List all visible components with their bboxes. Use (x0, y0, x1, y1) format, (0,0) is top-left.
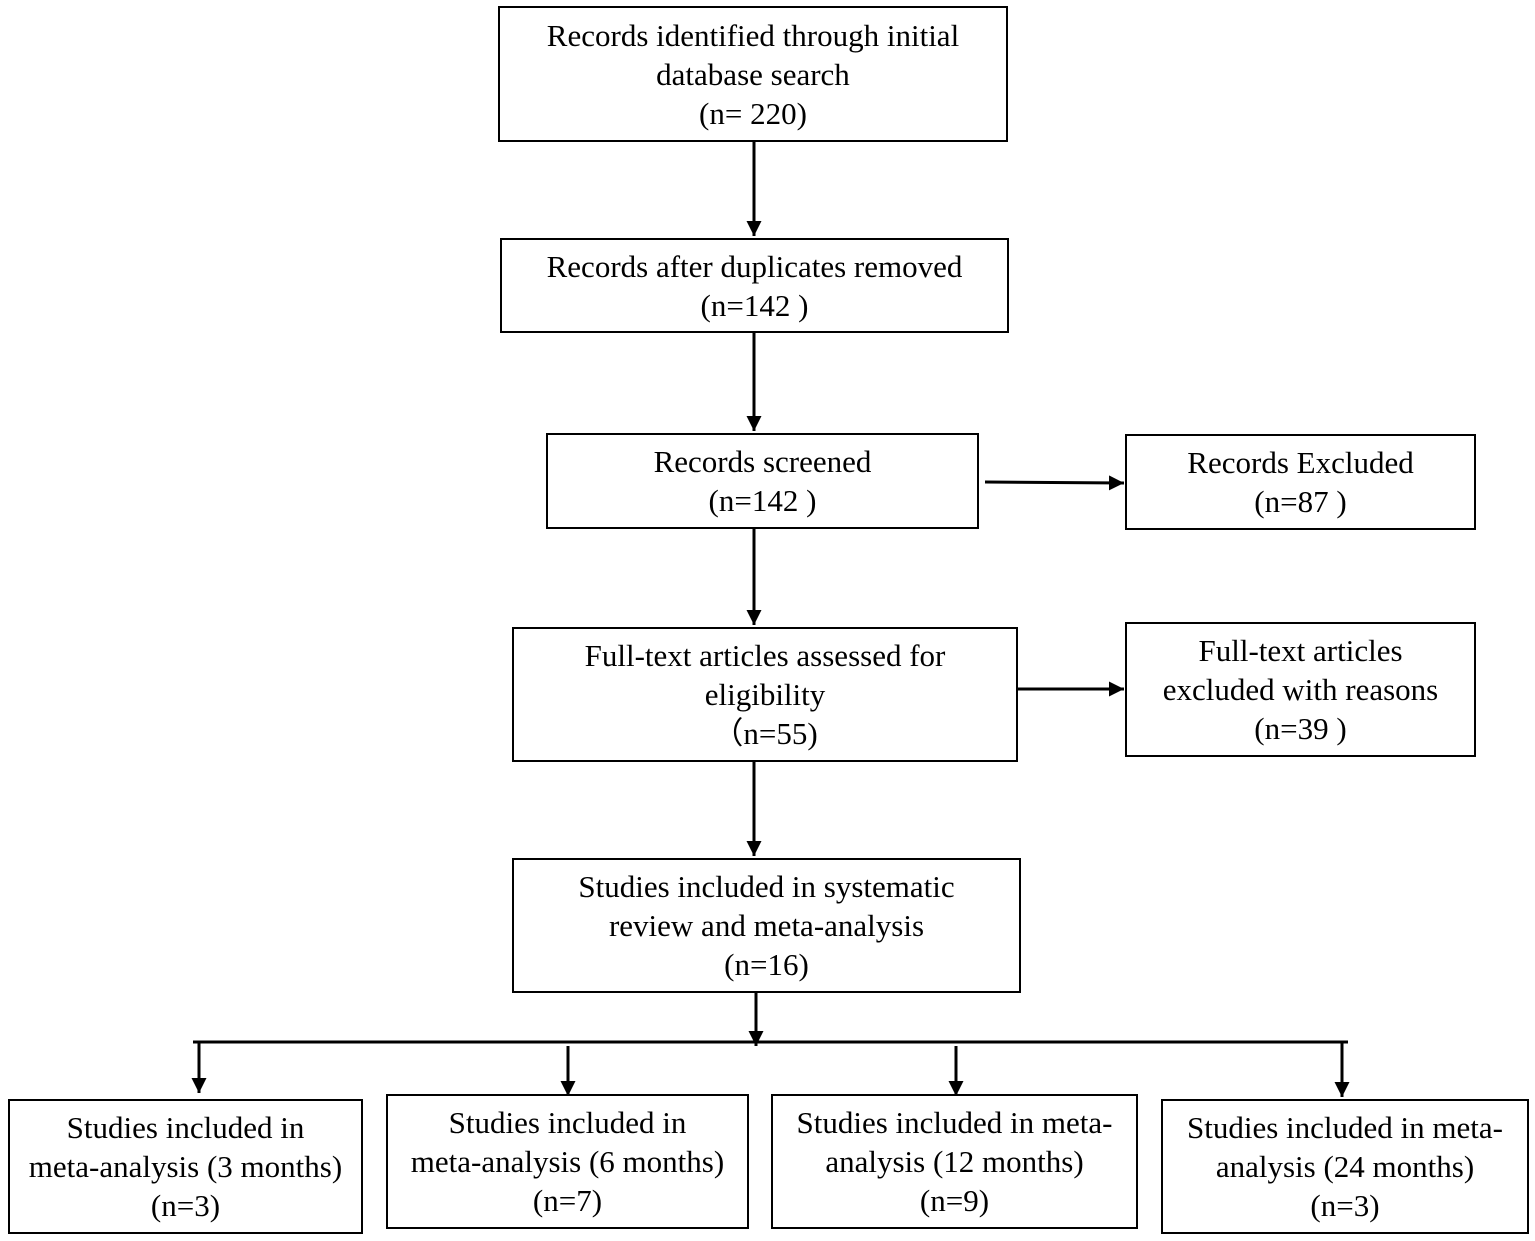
fulltext-assessed-count: （n=55) (712, 716, 818, 751)
meta-6-count: (n=7) (532, 1183, 603, 1218)
fulltext-assessed-line-2: eligibility (704, 677, 826, 712)
records-deduplicated-box: Records after duplicates removed (n=142 … (500, 238, 1009, 333)
studies-included-box: Studies included in systematic review an… (512, 858, 1021, 993)
arrow-screened-to-excluded (984, 475, 1125, 491)
meta-24-line-2: analysis (24 months) (1215, 1149, 1475, 1184)
records-identified-box: Records identified through initial datab… (498, 6, 1008, 142)
studies-included-count: (n=16) (724, 947, 809, 982)
records-screened-count: (n=142 ) (708, 483, 817, 518)
records-screened-box: Records screened (n=142 ) (546, 433, 979, 529)
studies-included-line-2: review and meta-analysis (608, 908, 925, 943)
fulltext-assessed-line-1: Full-text articles assessed for (584, 638, 946, 673)
meta-12-count: (n=9) (919, 1183, 990, 1218)
meta-12-line-1: Studies included in meta- (796, 1105, 1113, 1140)
records-excluded-line-1: Records Excluded (1187, 445, 1414, 480)
records-identified-line-2: database search (656, 56, 850, 92)
meta-3-line-1: Studies included in (66, 1110, 305, 1145)
meta-analysis-3-months-box: Studies included in meta-analysis (3 mon… (8, 1099, 363, 1234)
studies-included-line-1: Studies included in systematic (578, 869, 955, 904)
meta-6-line-1: Studies included in (448, 1105, 687, 1140)
fulltext-excluded-line-1: Full-text articles (1198, 633, 1403, 668)
meta-12-line-2: analysis (12 months) (825, 1144, 1084, 1179)
records-identified-line-1: Records identified through initial (546, 17, 960, 53)
fulltext-excluded-count: (n=39 ) (1254, 711, 1347, 746)
meta-24-line-1: Studies included in meta- (1187, 1110, 1503, 1145)
meta-3-line-2: meta-analysis (3 months) (28, 1149, 343, 1184)
records-deduplicated-line-1: Records after duplicates removed (546, 248, 963, 284)
meta-analysis-12-months-box: Studies included in meta- analysis (12 m… (771, 1094, 1138, 1229)
records-excluded-box: Records Excluded (n=87 ) (1125, 434, 1476, 530)
meta-6-line-2: meta-analysis (6 months) (410, 1144, 725, 1179)
records-deduplicated-count: (n=142 ) (700, 287, 809, 323)
meta-3-count: (n=3) (150, 1188, 221, 1223)
fulltext-excluded-line-2: excluded with reasons (1162, 672, 1439, 707)
meta-analysis-6-months-box: Studies included in meta-analysis (6 mon… (386, 1094, 749, 1229)
fulltext-excluded-box: Full-text articles excluded with reasons… (1125, 622, 1476, 757)
meta-24-count: (n=3) (1310, 1188, 1380, 1223)
records-identified-count: (n= 220) (699, 95, 807, 131)
records-excluded-count: (n=87 ) (1254, 484, 1347, 519)
fulltext-assessed-box: Full-text articles assessed for eligibil… (512, 627, 1018, 762)
meta-analysis-24-months-box: Studies included in meta- analysis (24 m… (1161, 1099, 1529, 1234)
records-screened-line-1: Records screened (653, 444, 872, 479)
